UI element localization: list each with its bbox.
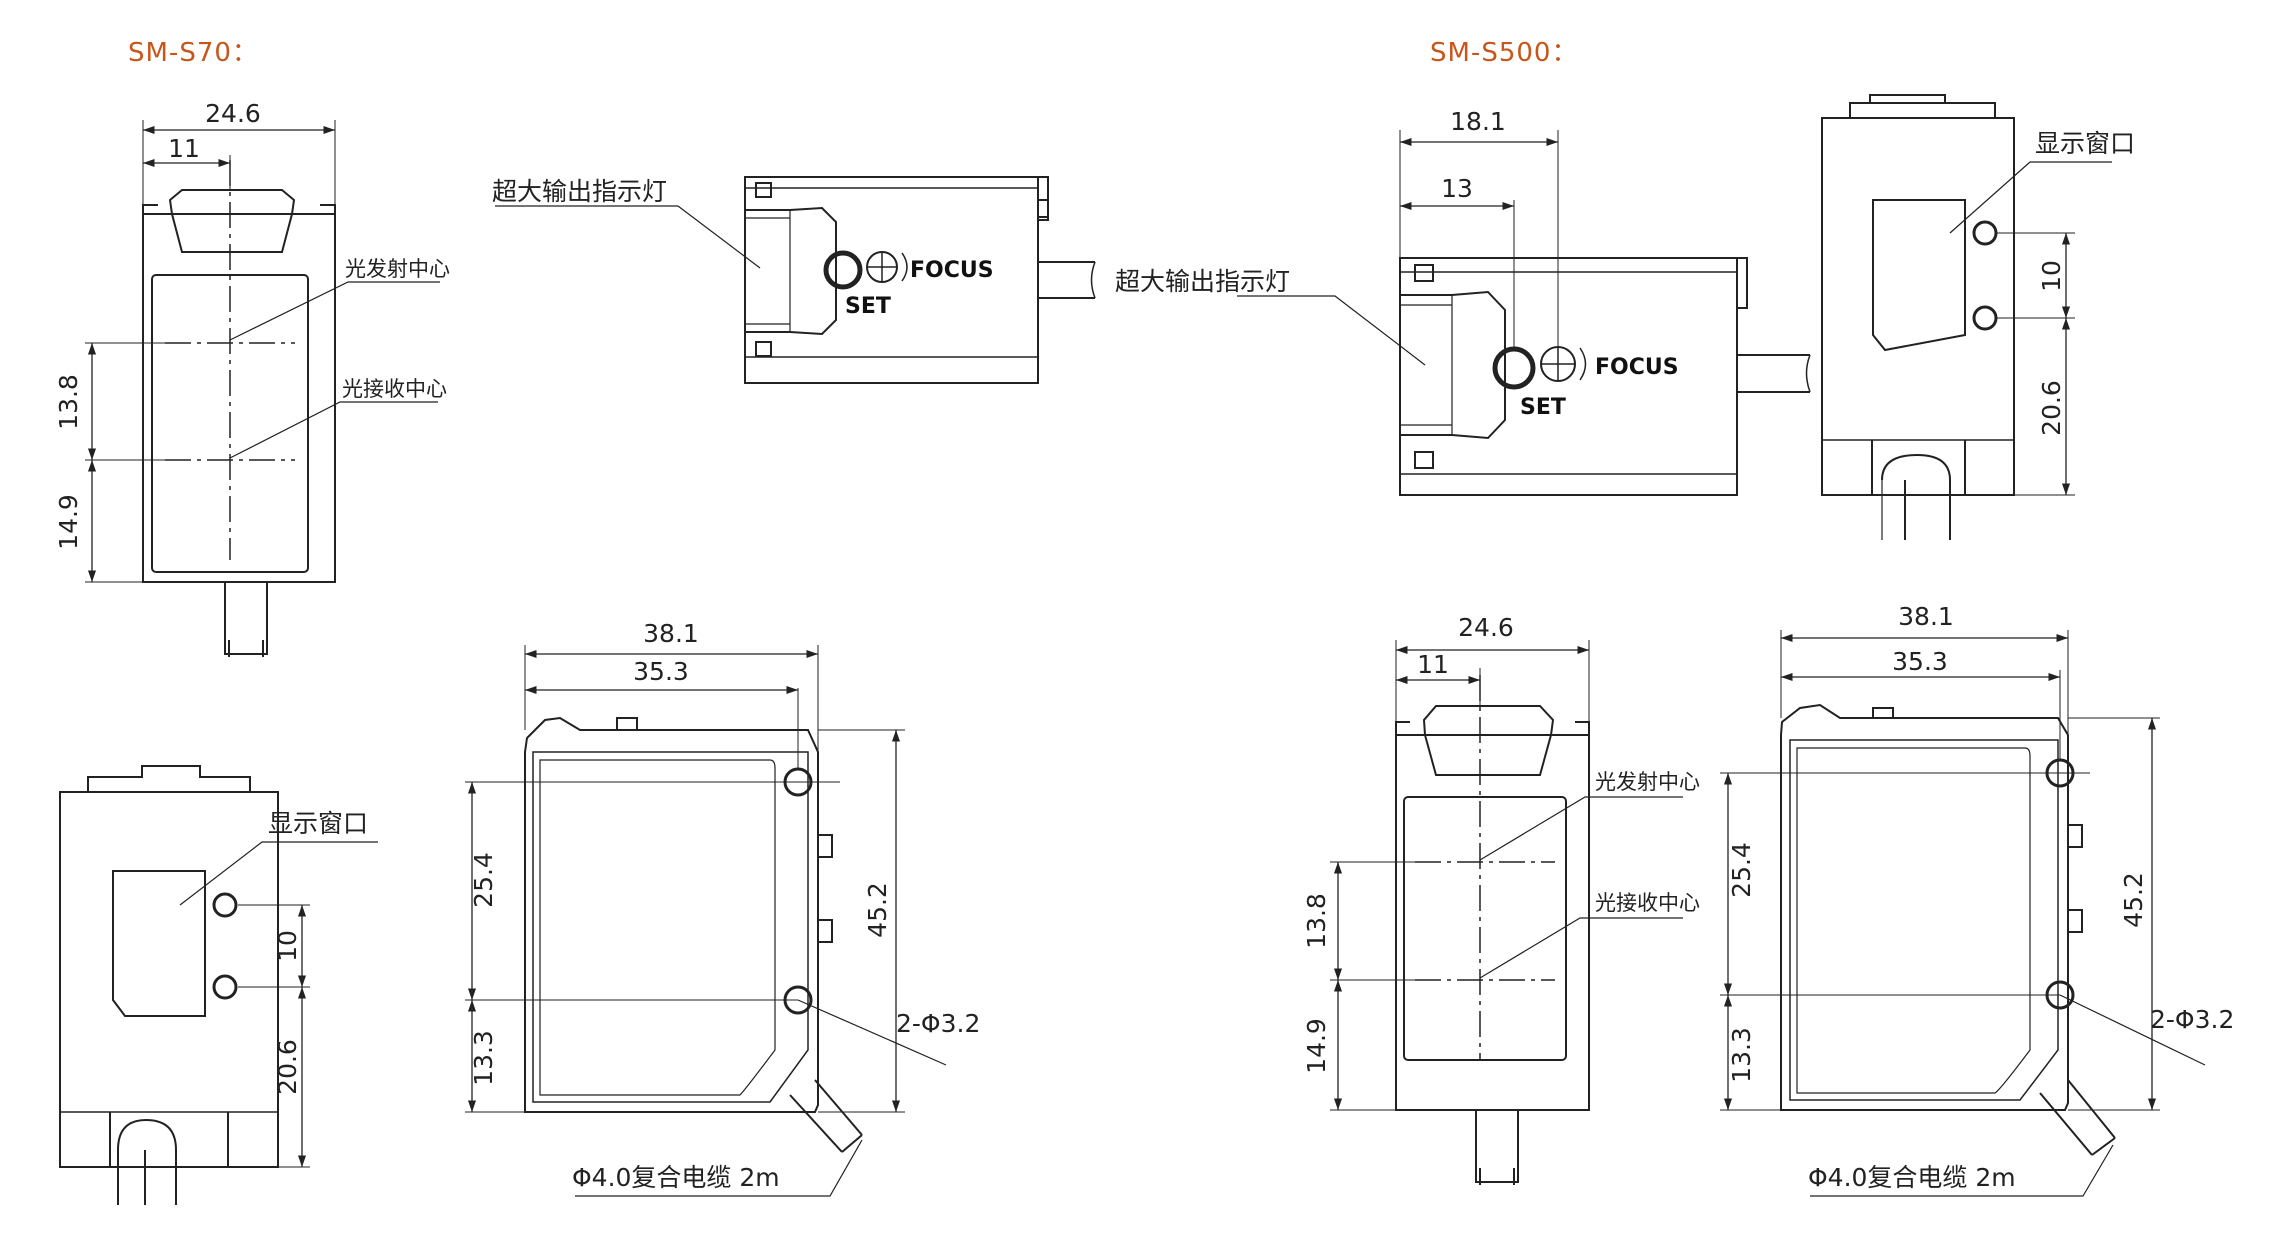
dim-s70-back-bottom: 20.6	[273, 1039, 302, 1095]
s70-set-button-icon	[823, 250, 863, 290]
model-title-s500: SM-S500：	[1430, 38, 1579, 68]
dim-s500-front-center-gap: 13.8	[1302, 893, 1331, 949]
dim-s500-front-width: 24.6	[1458, 613, 1514, 642]
dim-s500-side-focus: 18.1	[1450, 107, 1506, 136]
s500-side-indicator	[1400, 290, 1506, 440]
s500-front-lens-cap	[1422, 705, 1555, 776]
label-s70-display-window: 显示窗口	[268, 809, 368, 838]
label-s500-hole: 2-Φ3.2	[2150, 1005, 2234, 1034]
dim-s500-top-bottom: 13.3	[1727, 1027, 1756, 1083]
s70-top-body	[524, 716, 819, 1113]
s500-top-body	[1780, 703, 2069, 1111]
s70-back-cable	[117, 1118, 177, 1205]
dim-s500-top-width: 38.1	[1898, 602, 1954, 631]
dim-s70-front-width: 24.6	[205, 99, 261, 128]
s500-display-window	[1872, 199, 1966, 352]
s70-back-view	[59, 765, 378, 1205]
s500-back-cable	[1881, 453, 1951, 540]
dim-s70-front-bottom: 14.9	[54, 494, 83, 550]
s70-top-cable	[789, 1079, 863, 1153]
dim-s70-front-center-gap: 13.8	[54, 374, 83, 430]
label-s500-set: SET	[1520, 395, 1566, 420]
label-s70-set: SET	[845, 294, 891, 319]
s500-set-button-icon	[1492, 346, 1536, 390]
s500-top-view	[1720, 630, 2206, 1197]
dim-s70-back-hole-gap: 10	[273, 930, 302, 962]
label-s70-hole: 2-Φ3.2	[896, 1009, 980, 1038]
s70-side-view	[495, 176, 1096, 384]
dim-s500-top-height: 45.2	[2119, 872, 2148, 928]
label-s70-cable: Φ4.0复合电缆 2m	[572, 1163, 780, 1192]
s70-display-window	[112, 870, 206, 1017]
dim-s70-front-offset: 11	[168, 134, 200, 163]
s70-front-window	[151, 274, 309, 573]
label-s500-indicator: 超大输出指示灯	[1115, 267, 1290, 296]
label-s70-indicator: 超大输出指示灯	[492, 177, 667, 206]
dim-s500-front-offset: 11	[1417, 650, 1449, 679]
s70-front-view	[85, 120, 440, 657]
s500-top-cable	[2039, 1079, 2116, 1156]
model-title-s70: SM-S70：	[128, 38, 259, 68]
label-s500-cable: Φ4.0复合电缆 2m	[1808, 1163, 2016, 1192]
s500-front-window	[1403, 796, 1567, 1061]
label-s500-focus: FOCUS	[1595, 355, 1679, 380]
dim-s500-front-bottom: 14.9	[1302, 1018, 1331, 1074]
s70-top-view	[465, 645, 947, 1197]
label-s500-display-window: 显示窗口	[2035, 129, 2135, 158]
dim-s500-back-hole-gap: 10	[2037, 260, 2066, 292]
s70-front-body	[142, 213, 336, 583]
s500-side-view	[1237, 130, 1811, 496]
dim-s70-top-hole-span: 35.3	[633, 657, 689, 686]
label-s500-recv-center: 光接收中心	[1595, 891, 1700, 915]
dim-s500-back-bottom: 20.6	[2037, 380, 2066, 436]
s70-front-lens-cap	[168, 189, 296, 253]
dim-s500-top-hole-gap: 25.4	[1727, 842, 1756, 898]
s500-back-hole-upper	[1972, 220, 1998, 246]
s500-back-view	[1821, 94, 2112, 540]
s70-side-indicator	[745, 206, 837, 336]
label-s70-emit-center: 光发射中心	[345, 257, 450, 281]
label-s70-recv-center: 光接收中心	[342, 377, 447, 401]
dim-s70-top-bottom: 13.3	[469, 1030, 498, 1086]
s500-front-body	[1395, 734, 1590, 1111]
label-s70-focus: FOCUS	[910, 258, 994, 283]
s500-front-view	[1330, 640, 1683, 1185]
label-s500-emit-center: 光发射中心	[1595, 770, 1700, 794]
s70-back-hole-lower	[212, 974, 238, 1000]
dim-s500-side-set: 13	[1441, 174, 1473, 203]
dim-s70-top-width: 38.1	[643, 619, 699, 648]
s70-back-hole-upper	[212, 892, 238, 918]
s500-back-hole-lower	[1972, 305, 1998, 331]
dim-s70-top-height: 45.2	[863, 882, 892, 938]
dim-s70-top-hole-gap: 25.4	[469, 852, 498, 908]
s500-side-body	[1399, 257, 1738, 496]
dim-s500-top-hole-span: 35.3	[1892, 647, 1948, 676]
s70-back-body	[59, 791, 279, 1168]
s500-back-body	[1821, 117, 2015, 496]
s70-side-body	[744, 176, 1039, 384]
